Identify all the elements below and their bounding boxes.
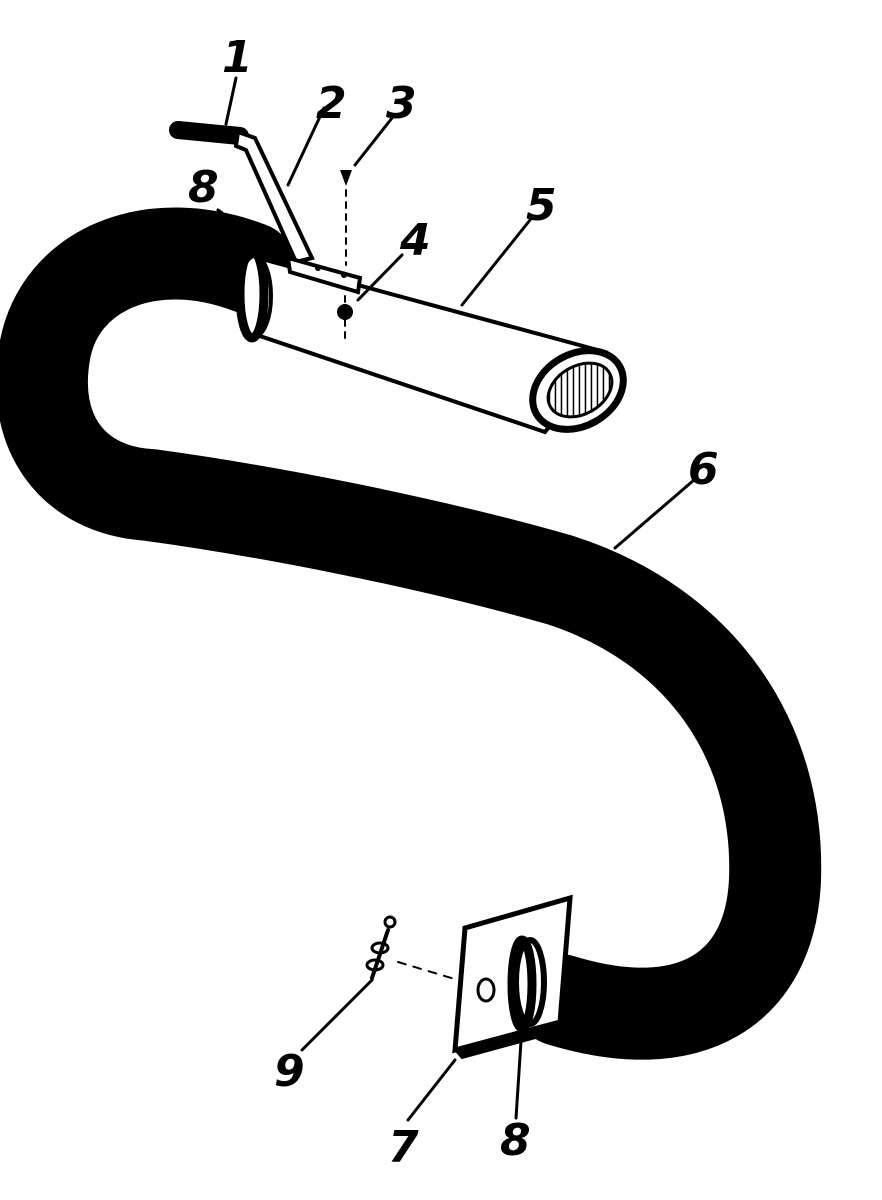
callout-5: 5 bbox=[526, 180, 557, 231]
hose-rib bbox=[263, 471, 282, 559]
flexible-hose bbox=[0, 207, 822, 1060]
hose-rib bbox=[631, 969, 641, 1058]
hose-rib bbox=[637, 600, 696, 672]
nozzle-tube bbox=[237, 254, 627, 435]
hose-rib bbox=[729, 831, 819, 844]
hose-rib bbox=[559, 544, 593, 628]
hose-rib bbox=[696, 690, 774, 738]
hose-rib bbox=[675, 964, 704, 1050]
hose-rib bbox=[138, 450, 151, 539]
hose-rib bbox=[604, 967, 620, 1056]
hose-rib bbox=[124, 215, 149, 302]
hose-rib bbox=[91, 226, 132, 308]
hose-rib bbox=[513, 528, 539, 614]
hose-rib bbox=[223, 221, 254, 307]
leader-5 bbox=[460, 218, 532, 307]
callout-8-bottom: 8 bbox=[500, 1115, 531, 1166]
callout-3: 3 bbox=[386, 78, 417, 129]
handle bbox=[169, 121, 249, 145]
hose-rib bbox=[722, 772, 808, 799]
hose-rib bbox=[730, 883, 819, 896]
callout-2: 2 bbox=[316, 78, 347, 129]
leader-lines bbox=[216, 76, 696, 1122]
hose-rib bbox=[42, 431, 106, 498]
hose-rib bbox=[654, 620, 718, 687]
hose-rib bbox=[706, 716, 788, 757]
callout-9: 9 bbox=[274, 1046, 305, 1097]
hose-rib bbox=[0, 363, 87, 376]
leader-4 bbox=[356, 253, 404, 302]
hose-rib bbox=[237, 466, 256, 554]
hose-rib bbox=[580, 555, 620, 637]
callout-labels: 1 2 3 4 5 6 7 8 8 9 bbox=[188, 32, 719, 1173]
hose-rib bbox=[212, 462, 230, 550]
hose-rib bbox=[155, 209, 167, 299]
hose-corrugations bbox=[0, 209, 820, 1058]
hose-rib bbox=[727, 903, 814, 926]
hose-rib bbox=[600, 568, 646, 647]
hose-rib bbox=[713, 936, 788, 988]
hose-rib bbox=[721, 921, 805, 958]
hose-rib bbox=[537, 535, 565, 621]
hose-rib bbox=[35, 267, 105, 327]
leader-6 bbox=[613, 478, 696, 550]
hose-rib bbox=[203, 213, 224, 301]
leader-9 bbox=[300, 978, 374, 1052]
hose-rib bbox=[338, 486, 360, 573]
hose-rib bbox=[670, 641, 739, 702]
hose-clamp-top bbox=[235, 245, 269, 343]
hose-rib bbox=[15, 297, 96, 341]
nut bbox=[337, 295, 353, 341]
fastener-set bbox=[365, 915, 459, 981]
hose-rib bbox=[463, 514, 488, 601]
callout-7: 7 bbox=[388, 1122, 419, 1173]
hose-rib bbox=[656, 968, 671, 1057]
screw bbox=[340, 170, 352, 266]
handle-bracket bbox=[233, 129, 363, 295]
leader-1 bbox=[224, 76, 238, 126]
hose-rib bbox=[730, 860, 820, 869]
hose-rib bbox=[438, 508, 463, 595]
leader-7 bbox=[406, 1058, 457, 1122]
leader-8-bottom bbox=[514, 1024, 524, 1120]
hose-rib bbox=[104, 447, 132, 533]
leader-3 bbox=[353, 116, 394, 167]
hose-rib bbox=[715, 744, 799, 778]
hose-rib bbox=[726, 801, 815, 821]
hose-rib bbox=[683, 665, 757, 720]
hose-rib bbox=[4, 405, 90, 435]
hose-rib bbox=[71, 440, 118, 520]
callout-6: 6 bbox=[688, 444, 719, 495]
hose-rib bbox=[288, 475, 308, 563]
hose-rib bbox=[0, 389, 87, 402]
hose-rib bbox=[413, 502, 437, 590]
hose-rib bbox=[19, 420, 97, 468]
callout-4: 4 bbox=[399, 215, 431, 266]
hose-rib bbox=[181, 209, 193, 299]
hose-rib bbox=[187, 458, 204, 546]
hose-rib bbox=[363, 491, 385, 579]
hose-rib bbox=[690, 958, 736, 1037]
hose-rib bbox=[619, 583, 672, 659]
hose-rib bbox=[3, 331, 90, 355]
hose-rib bbox=[61, 243, 117, 317]
hose-rib bbox=[313, 480, 334, 568]
leader-8-top bbox=[216, 208, 267, 247]
hose-rib bbox=[161, 454, 178, 542]
hose-rib bbox=[488, 521, 514, 608]
leader-2 bbox=[286, 106, 326, 187]
hose-rib bbox=[703, 948, 765, 1016]
hose-rib bbox=[575, 963, 598, 1051]
hose-rib bbox=[388, 496, 411, 584]
callout-8-top: 8 bbox=[188, 162, 219, 213]
callout-1: 1 bbox=[222, 32, 253, 83]
